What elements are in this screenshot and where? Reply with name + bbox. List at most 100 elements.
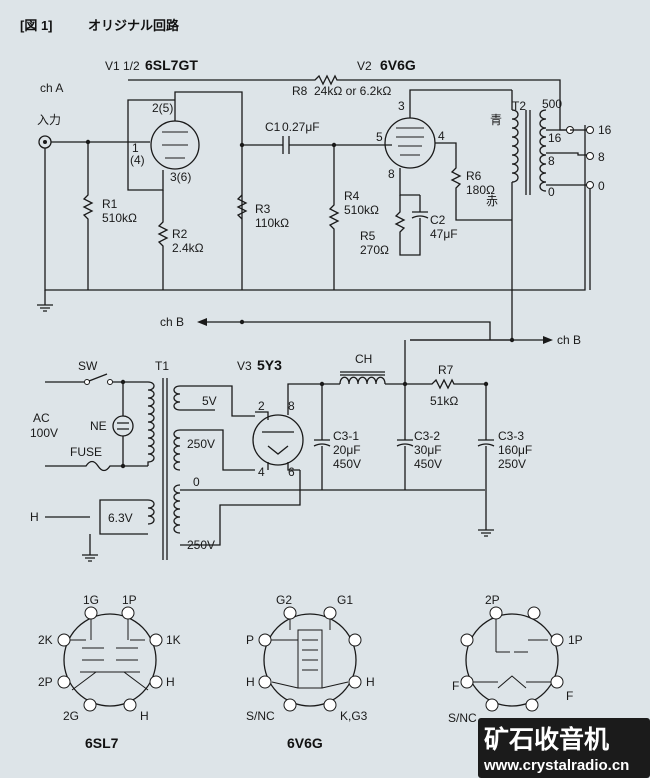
label-r2: R2 [172,227,188,241]
tap-16-inner: 16 [548,131,562,145]
pin-6v6g-p: P [246,633,254,647]
pin-v2-plate: 3 [398,99,405,113]
value-r3: 110kΩ [255,216,289,230]
label-ac-volt: 100V [30,426,58,440]
out-0: 0 [598,179,605,193]
label-r1: R1 [102,197,118,211]
pinout-5y3 [460,606,564,712]
label-r4: R4 [344,189,360,203]
ground-symbol-psu [478,529,494,537]
pin-v1-grid: 1 [132,141,139,155]
label-c3-2: C3-2 [414,429,440,443]
wire-blue: 青 [490,113,502,127]
capacitor-c3-2-symbol [396,439,414,490]
value-r1: 510kΩ [102,211,137,225]
out-8: 8 [598,150,605,164]
tube-v1-symbol [150,100,200,170]
pin-6sl7-2k: 2K [38,633,53,647]
pin-6v6g-k: K,G3 [340,709,368,723]
capacitor-c3-3-symbol [477,439,495,530]
label-v2: V2 [357,59,372,73]
figure-title: オリジナル回路 [88,18,180,33]
pin-5y3-snc: S/NC [448,711,477,725]
pin-6v6g-h2: H [366,675,375,689]
value-c3-3-cap: 160μF [498,443,532,457]
label-t1: T1 [155,359,169,373]
power-switch-symbol [84,373,113,385]
label-ch-a: ch A [40,81,63,95]
label-input: 入力 [37,113,61,127]
value-c3-2-cap: 30μF [414,443,442,457]
label-ch-b-right: ch B [557,333,581,347]
title-6sl7: 6SL7 [85,735,119,751]
type-v3: 5Y3 [257,357,282,373]
pin-5y3-f2: F [566,689,573,703]
label-r5: R5 [360,229,376,243]
value-r2: 2.4kΩ [172,241,204,255]
type-v2: 6V6G [380,57,416,73]
watermark: 矿石收音机 www.crystalradio.cn [478,718,650,778]
pin-v2-grid: 5 [376,130,383,144]
pin-v3-6: 6 [288,465,295,479]
pin-6sl7-1p: 1P [122,593,137,607]
choke-symbol [339,371,386,385]
pin-6v6g-h1: H [246,675,255,689]
label-6v3: 6.3V [108,511,133,525]
power-transformer-symbol [147,378,181,560]
pinout-6v6g [258,606,362,712]
label-ac: AC [33,411,50,425]
pin-v3-2: 2 [258,399,265,413]
value-r7: 51kΩ [430,394,458,408]
value-r8: 24kΩ or 6.2kΩ [314,84,391,98]
label-ch: CH [355,352,372,366]
tap-500: 500 [542,97,562,111]
pin-6sl7-2p: 2P [38,675,53,689]
label-r7: R7 [438,363,454,377]
pin-v2-cathode: 8 [388,167,395,181]
pin-5y3-2p: 2P [485,593,500,607]
ground-symbol-heater [82,545,98,562]
tap-8-inner: 8 [548,154,555,168]
value-c3-3-volt: 250V [498,457,526,471]
label-c1: C1 [265,120,281,134]
label-ch-b-left: ch B [160,315,184,329]
pin-v1-plate: 2(5) [152,101,173,115]
label-v1: V1 1/2 [105,59,140,73]
ground-symbol-top [37,290,53,312]
label-fuse: FUSE [70,445,102,459]
label-r3: R3 [255,202,271,216]
fuse-symbol [45,460,148,472]
title-6v6g: 6V6G [287,735,323,751]
pin-v2-screen: 4 [438,129,445,143]
tube-v3-symbol [252,414,304,466]
value-r5: 270Ω [360,243,389,257]
value-c2: 47μF [430,227,458,241]
pin-v3-4: 4 [258,465,265,479]
label-250v-top: 250V [187,437,215,451]
pin-6sl7-h1: H [166,675,175,689]
label-sw: SW [78,359,98,373]
pin-5y3-1p: 1P [568,633,583,647]
label-h: H [30,510,39,524]
pinout-6sl7 [57,606,163,712]
label-r8: R8 [292,84,308,98]
figure-label: [図 1] [20,18,53,33]
pin-6v6g-snc: S/NC [246,709,275,723]
label-c3-1: C3-1 [333,429,359,443]
tap-0-inner: 0 [548,185,555,199]
pin-6v6g-g1: G1 [337,593,353,607]
tube-v2-symbol [384,117,436,169]
watermark-url: www.crystalradio.cn [483,757,629,774]
out-16: 16 [598,123,612,137]
value-c3-1-volt: 450V [333,457,361,471]
type-v1: 6SL7GT [145,57,198,73]
label-ne: NE [90,419,107,433]
label-c2: C2 [430,213,446,227]
value-c3-1-cap: 20μF [333,443,361,457]
label-0-ct: 0 [193,475,200,489]
neon-lamp-symbol [112,382,134,466]
pin-6v6g-g2: G2 [276,593,292,607]
label-5v: 5V [202,394,217,408]
